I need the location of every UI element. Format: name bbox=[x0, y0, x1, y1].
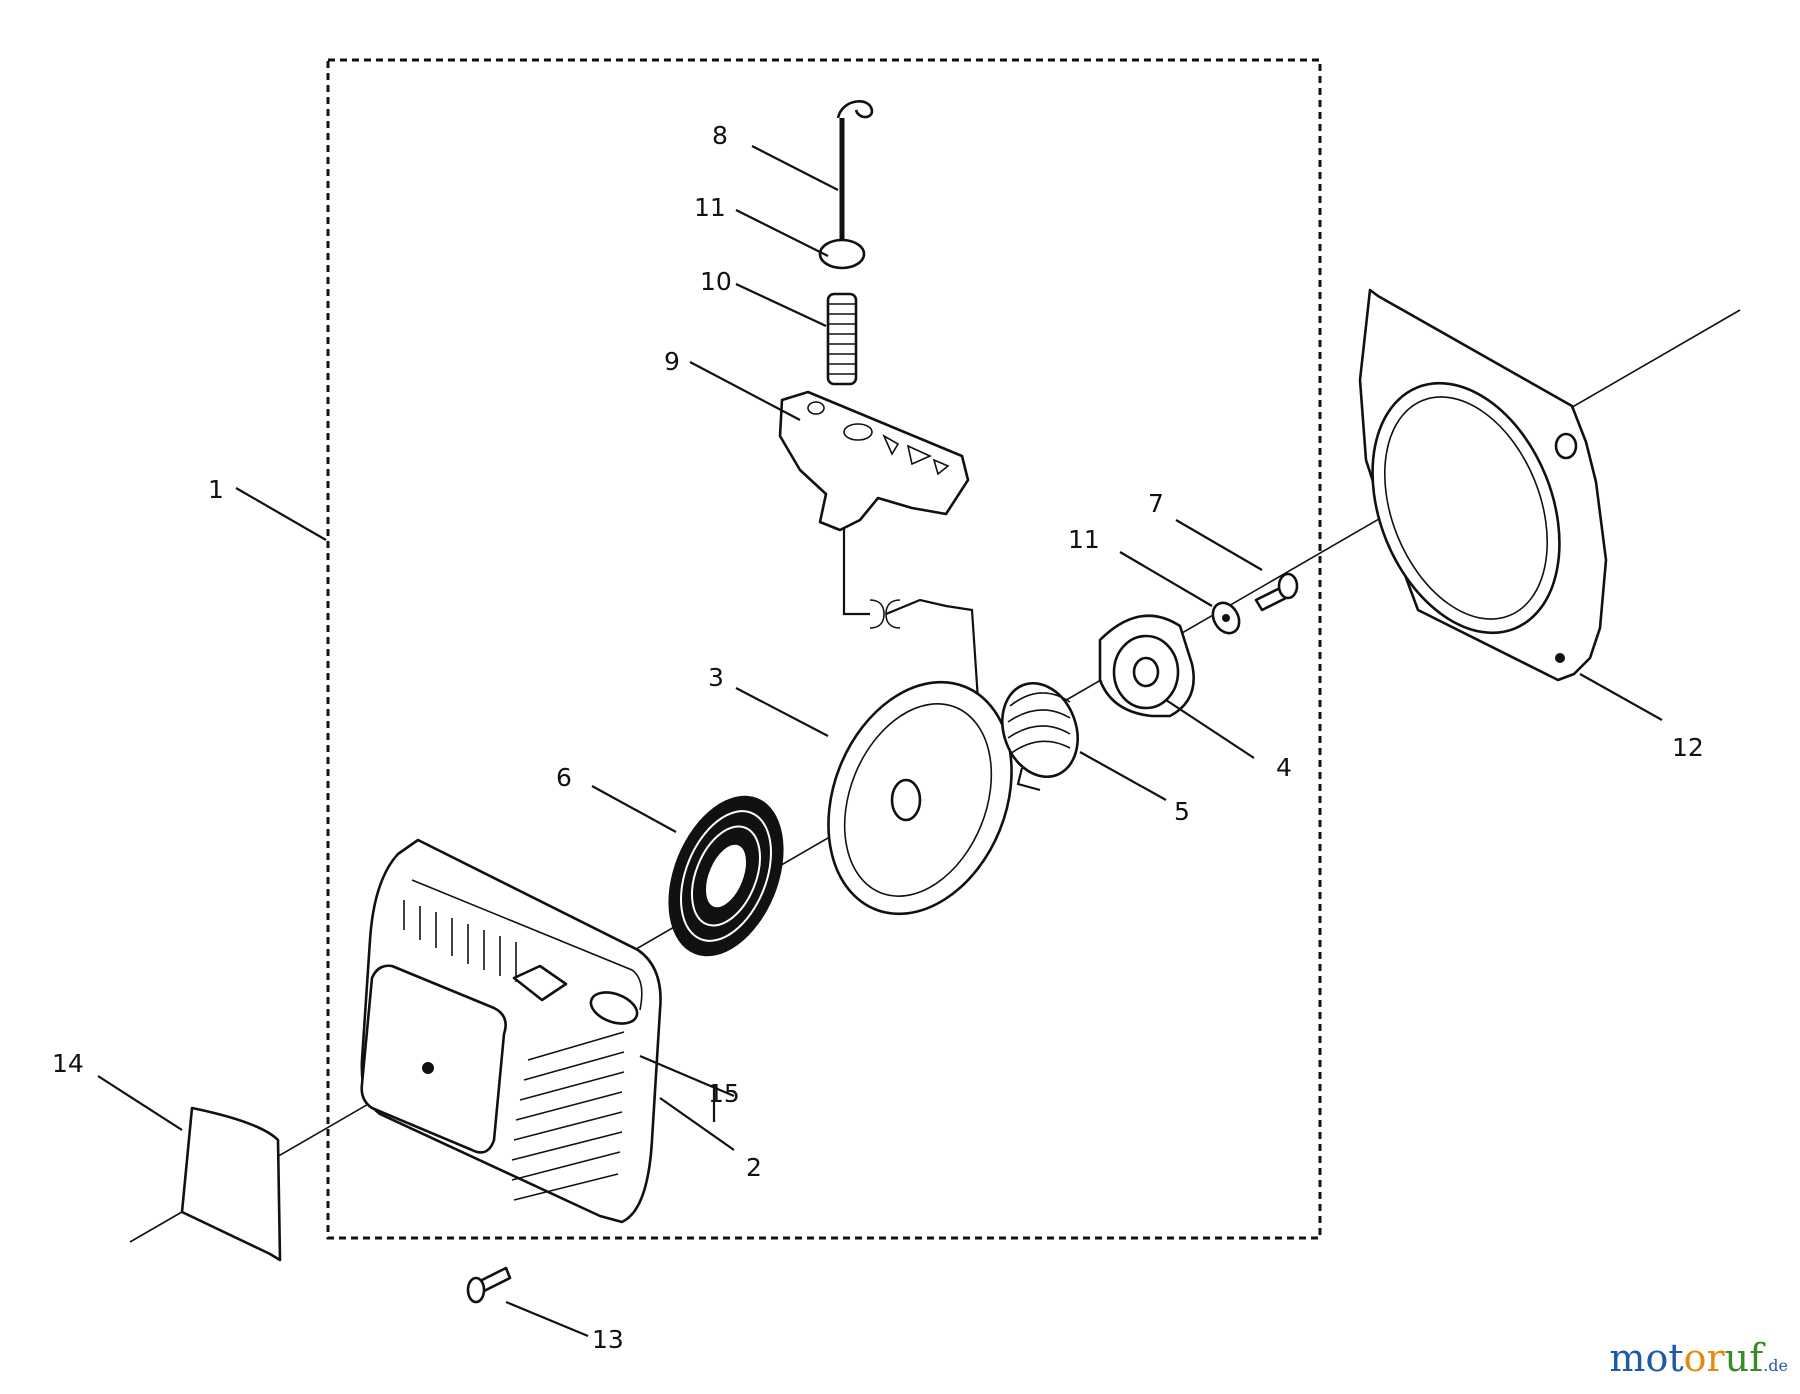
callout-15: 15 bbox=[708, 1079, 740, 1108]
callout-3: 3 bbox=[708, 663, 724, 692]
part-7-screw bbox=[1254, 572, 1299, 612]
part-10-spring bbox=[826, 292, 858, 386]
part-2-starter-cover bbox=[360, 838, 662, 1224]
part-5-coil-spring bbox=[1001, 681, 1079, 792]
callout-14: 14 bbox=[52, 1049, 84, 1078]
part-12-fan-housing bbox=[1358, 288, 1608, 682]
part-3-rope-pulley bbox=[827, 680, 1013, 916]
part-8-rope bbox=[836, 100, 874, 250]
callout-4: 4 bbox=[1276, 753, 1292, 782]
part-4-pawl-cam bbox=[1098, 614, 1195, 718]
callout-11-upper: 11 bbox=[694, 193, 726, 222]
part-9-handle-grip bbox=[778, 390, 970, 532]
part-13-screw bbox=[466, 1266, 512, 1304]
part-6-recoil-spring bbox=[668, 795, 784, 957]
callout-1: 1 bbox=[208, 475, 224, 504]
leader-lines bbox=[97, 145, 1663, 1338]
motoruf-watermark: motoruf.de bbox=[1609, 1336, 1788, 1380]
callout-11-lower: 11 bbox=[1068, 525, 1100, 554]
callout-10: 10 bbox=[700, 267, 732, 296]
cover-vents-lower bbox=[511, 1031, 625, 1201]
part-14-label bbox=[180, 1106, 282, 1262]
cover-vents-upper bbox=[403, 900, 517, 982]
part-11-washer-upper bbox=[818, 238, 866, 270]
callout-7: 7 bbox=[1148, 489, 1164, 518]
callout-6: 6 bbox=[556, 763, 572, 792]
callout-5: 5 bbox=[1174, 797, 1190, 826]
callout-8: 8 bbox=[712, 121, 728, 150]
callout-2: 2 bbox=[746, 1153, 762, 1182]
callout-12: 12 bbox=[1672, 733, 1704, 762]
callout-13: 13 bbox=[592, 1325, 624, 1354]
assembly-boundary bbox=[326, 58, 1322, 1240]
callout-9: 9 bbox=[664, 347, 680, 376]
